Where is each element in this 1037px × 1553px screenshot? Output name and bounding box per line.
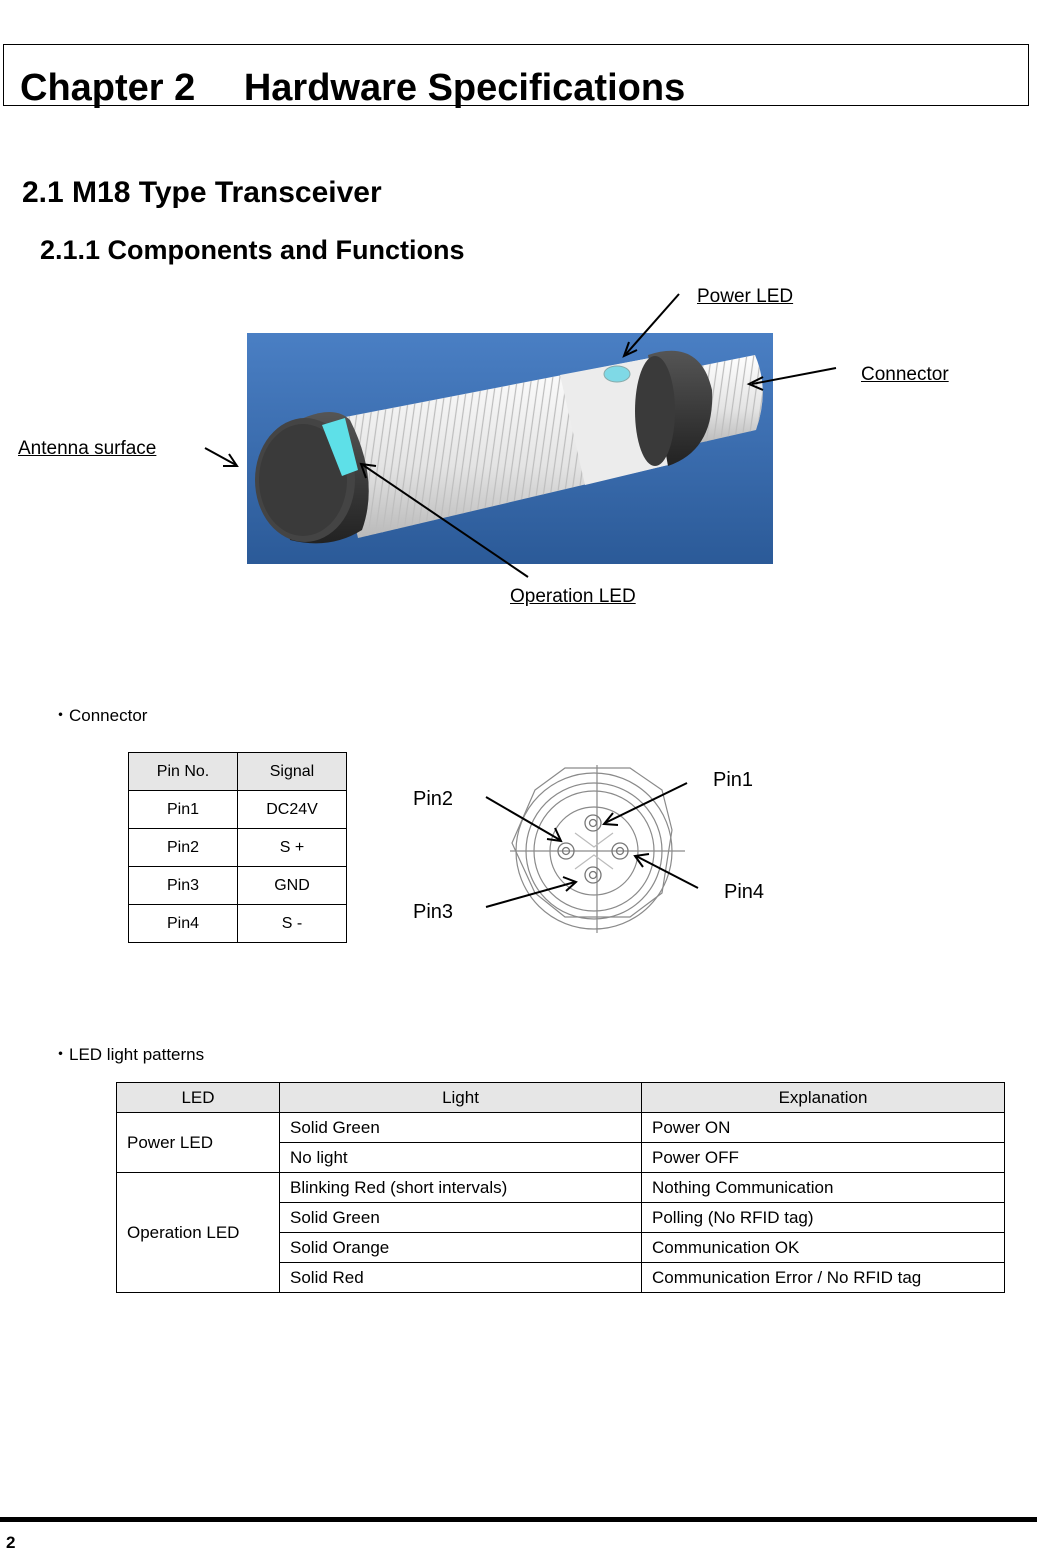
light-cell: Solid Red xyxy=(279,1262,642,1293)
table-row: Pin4 S - xyxy=(128,904,347,943)
table-row: Solid Green Polling (No RFID tag) xyxy=(117,1202,1005,1233)
pin-cell: Pin1 xyxy=(128,790,238,829)
subsection-title: 2.1.1 Components and Functions xyxy=(40,235,465,265)
table-row: Solid Red Communication Error / No RFID … xyxy=(117,1262,1005,1293)
light-cell: Solid Green xyxy=(279,1112,642,1143)
diagram-label-pin1: Pin1 xyxy=(713,769,754,791)
chapter-header-box xyxy=(3,44,1029,106)
pin-table-header-signal: Signal xyxy=(237,752,347,791)
pin-cell: Pin4 xyxy=(128,904,238,943)
callout-power-led: Power LED xyxy=(697,286,794,307)
led-table-header-light: Light xyxy=(279,1082,642,1113)
page-number: 2 xyxy=(6,1533,16,1552)
signal-cell: DC24V xyxy=(237,790,347,829)
table-row: No light Power OFF xyxy=(117,1142,1005,1173)
led-table-header-led: LED xyxy=(116,1082,280,1113)
light-cell: Solid Green xyxy=(279,1202,642,1233)
table-row: Operation LED Blinking Red (short interv… xyxy=(116,1172,1005,1293)
led-table-header-explanation: Explanation xyxy=(641,1082,1005,1113)
explanation-cell: Communication Error / No RFID tag xyxy=(641,1262,1005,1293)
explanation-cell: Power ON xyxy=(641,1112,1005,1143)
light-cell: Blinking Red (short intervals) xyxy=(279,1172,642,1203)
light-cell: No light xyxy=(279,1142,642,1173)
transceiver-figure xyxy=(204,293,837,578)
callout-connector: Connector xyxy=(861,364,949,385)
signal-cell: S - xyxy=(237,904,347,943)
section-title: 2.1 M18 Type Transceiver xyxy=(22,176,382,209)
table-row: Pin3 GND xyxy=(128,866,347,905)
led-patterns-table: LED Light Explanation Power LED Solid Gr… xyxy=(116,1082,1005,1293)
led-patterns-heading: ・LED light patterns xyxy=(52,1045,205,1064)
callout-arrows xyxy=(204,293,837,578)
table-row: Pin1 DC24V xyxy=(128,790,347,829)
led-group-cell: Power LED xyxy=(116,1112,280,1173)
pin-cell: Pin2 xyxy=(128,828,238,867)
operation-led-band xyxy=(322,418,358,476)
pin-table-header-pin: Pin No. xyxy=(128,752,238,791)
table-row: Pin2 S + xyxy=(128,828,347,867)
connector-heading: ・Connector xyxy=(52,706,148,725)
pin-arrows xyxy=(485,782,699,908)
pin-cell: Pin3 xyxy=(128,866,238,905)
diagram-label-pin3: Pin3 xyxy=(413,901,454,923)
callout-antenna-surface: Antenna surface xyxy=(18,438,157,459)
explanation-cell: Communication OK xyxy=(641,1232,1005,1263)
diagram-label-pin4: Pin4 xyxy=(724,881,765,903)
led-group-cell: Operation LED xyxy=(116,1172,280,1293)
callout-operation-led: Operation LED xyxy=(510,586,636,607)
explanation-cell: Nothing Communication xyxy=(641,1172,1005,1203)
explanation-cell: Power OFF xyxy=(641,1142,1005,1173)
pin-table: Pin No. Signal Pin1 DC24V Pin2 S + Pin3 … xyxy=(128,752,347,943)
connector-pinout-diagram xyxy=(485,765,699,933)
footer-rule xyxy=(0,1517,1037,1522)
explanation-cell: Polling (No RFID tag) xyxy=(641,1202,1005,1233)
diagram-label-pin2: Pin2 xyxy=(413,788,454,810)
antenna-cap xyxy=(255,412,369,544)
threaded-body xyxy=(330,358,668,538)
power-led-window xyxy=(603,365,631,383)
chapter-title: Chapter 2 Hardware Specifications xyxy=(20,67,686,109)
connector-outline xyxy=(510,765,685,933)
lock-nut xyxy=(635,350,713,466)
signal-cell: GND xyxy=(237,866,347,905)
table-row: Solid Orange Communication OK xyxy=(117,1232,1005,1263)
light-cell: Solid Orange xyxy=(279,1232,642,1263)
signal-cell: S + xyxy=(237,828,347,867)
connector-pins xyxy=(557,814,629,884)
table-row: Power LED Solid Green Power ON xyxy=(116,1112,1005,1173)
